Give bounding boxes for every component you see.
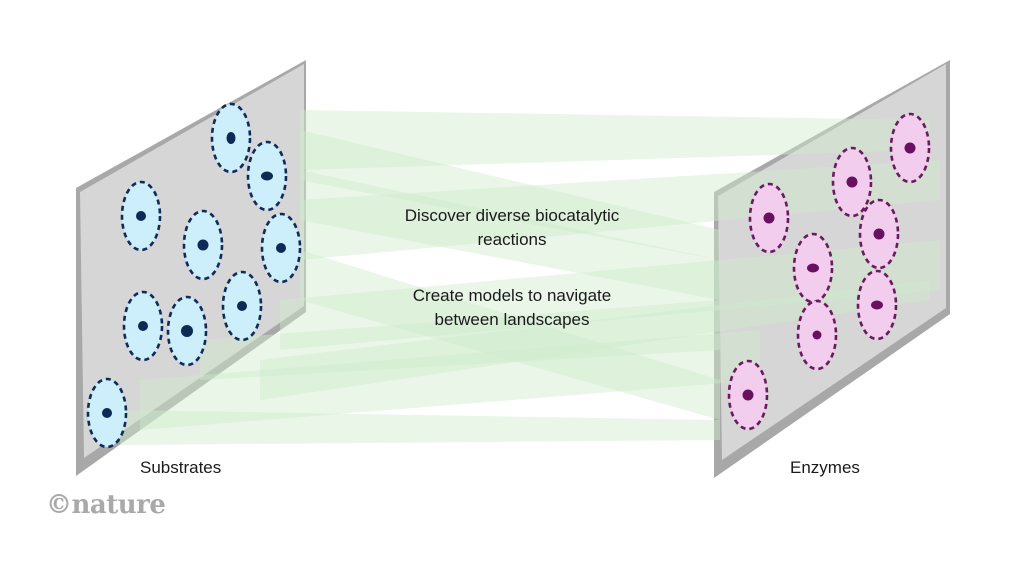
enzyme-cells — [727, 112, 931, 431]
enzyme-cell — [727, 359, 769, 431]
enzyme-cell-nucleus — [871, 300, 883, 310]
connection-beams — [120, 110, 940, 445]
substrate-cell — [210, 102, 252, 174]
caption-discover-line2: reactions — [477, 230, 547, 249]
substrate-cell — [166, 295, 208, 367]
beam — [140, 330, 760, 430]
substrate-cell-nucleus — [136, 211, 146, 221]
substrate-cell-nucleus — [181, 325, 193, 337]
enzyme-cell-nucleus — [742, 389, 754, 401]
substrate-cell — [221, 270, 263, 342]
beam — [200, 300, 720, 380]
substrate-cell-nucleus — [102, 408, 112, 418]
beam — [280, 240, 940, 350]
substrate-cell-nucleus — [197, 239, 209, 251]
beam — [300, 160, 940, 260]
caption-create-models: Create models to navigate between landsc… — [362, 284, 662, 332]
enzyme-cell — [856, 269, 898, 341]
caption-create-line1: Create models to navigate — [412, 286, 612, 305]
substrates-label: Substrates — [140, 458, 222, 477]
substrate-cell — [86, 377, 128, 449]
beam — [300, 170, 720, 300]
enzyme-cell — [831, 146, 873, 218]
beam — [300, 110, 930, 170]
enzyme-cell-nucleus — [763, 212, 775, 224]
caption-create-line2: between landscapes — [434, 310, 590, 329]
substrate-cells — [86, 102, 302, 449]
caption-discover: Discover diverse biocatalytic reactions — [362, 204, 662, 252]
enzyme-cell — [796, 299, 838, 371]
enzyme-cell — [858, 198, 900, 270]
substrate-cell-nucleus — [237, 301, 247, 311]
substrate-cell-nucleus — [226, 132, 236, 144]
enzyme-cell-nucleus — [846, 176, 858, 188]
caption-discover-line1: Discover diverse biocatalytic — [404, 206, 620, 225]
enzyme-cell-nucleus — [904, 142, 916, 154]
substrate-cell — [182, 209, 224, 281]
enzyme-cell-nucleus — [812, 330, 822, 340]
substrate-cell — [246, 140, 288, 212]
beam — [260, 280, 930, 400]
substrate-cell-nucleus — [138, 321, 148, 331]
substrate-cell — [260, 212, 302, 284]
beam — [300, 130, 720, 260]
enzyme-cell — [748, 182, 790, 254]
nature-logo: ©nature — [46, 490, 166, 520]
substrate-cell-nucleus — [276, 243, 286, 253]
beam — [300, 250, 720, 420]
beam — [120, 410, 720, 445]
enzyme-cell — [889, 112, 931, 184]
substrate-cell-nucleus — [261, 171, 273, 181]
enzymes-label: Enzymes — [790, 458, 860, 477]
substrate-cell — [122, 290, 164, 362]
enzyme-cell — [792, 232, 834, 304]
enzyme-cell-nucleus — [807, 263, 819, 273]
substrate-cell — [120, 180, 162, 252]
enzyme-cell-nucleus — [873, 228, 885, 240]
